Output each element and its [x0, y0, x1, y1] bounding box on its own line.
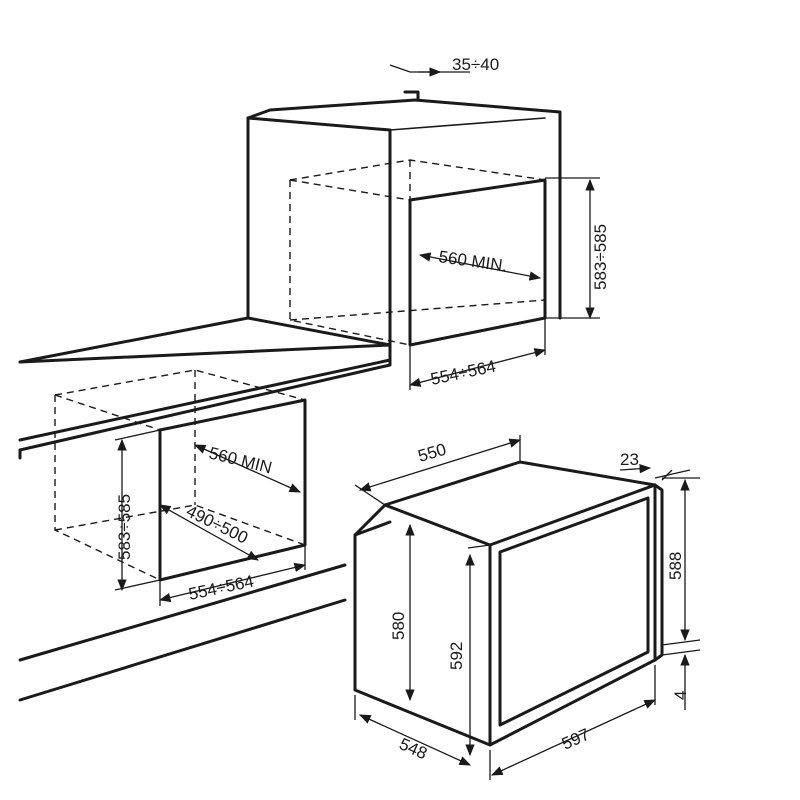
label-oven-width: 597: [559, 725, 593, 754]
label-under-height: 583÷585: [115, 494, 134, 560]
label-oven-top-width: 550: [416, 440, 449, 466]
column-dimensions: [389, 64, 600, 390]
label-door-thickness: 23: [620, 450, 639, 469]
oven-door: [488, 483, 664, 747]
plinth: [18, 563, 347, 702]
label-column-height: 583÷585: [591, 224, 610, 290]
column-cabinet: [246, 90, 562, 347]
under-counter-niche: [158, 398, 307, 582]
label-under-depth: 560 MIN: [207, 443, 274, 477]
label-under-inner: 490÷500: [183, 502, 251, 548]
under-counter-dimensions: [114, 429, 307, 606]
label-oven-depth: 548: [396, 734, 430, 763]
label-under-width: 554÷564: [187, 572, 256, 604]
label-wall-depth: 35÷40: [452, 55, 499, 74]
column-niche-hidden-lines: [289, 159, 546, 346]
label-column-depth: 560 MIN.: [437, 247, 508, 275]
label-oven-front-height: 592: [447, 642, 466, 670]
label-oven-body-height: 580: [389, 612, 408, 640]
worktop: [18, 316, 392, 460]
oven-body: [353, 460, 657, 747]
label-door-height: 588: [666, 552, 685, 580]
label-door-gap: 4: [671, 691, 690, 700]
oven-dimensions: [354, 435, 701, 780]
label-column-width: 554÷564: [429, 357, 498, 389]
